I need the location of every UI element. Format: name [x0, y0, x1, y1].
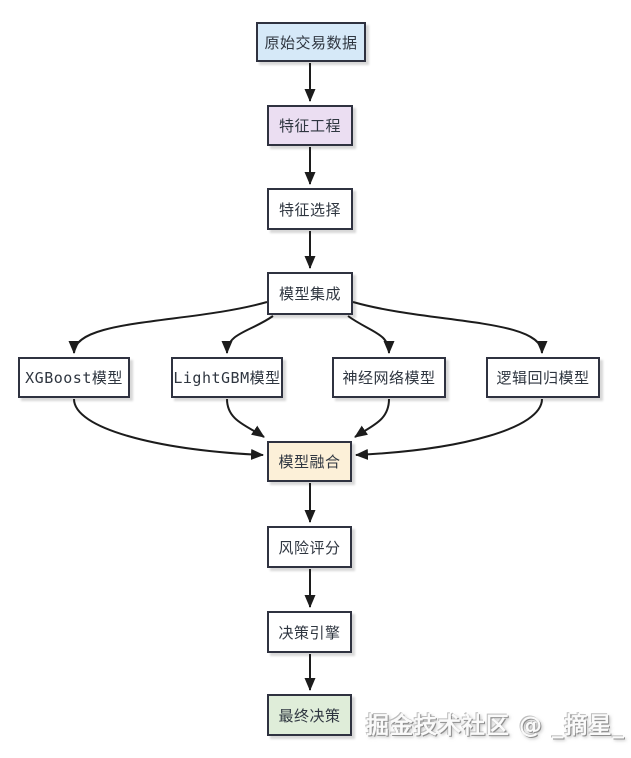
node-feature-selection: 特征选择 [267, 188, 353, 230]
node-raw-transaction-data: 原始交易数据 [256, 22, 366, 62]
node-xgboost-model: XGBoost模型 [18, 357, 130, 398]
arrow-model-ensemble-to-neural-network [347, 315, 395, 354]
node-feature-engineering: 特征工程 [267, 105, 353, 146]
node-final-decision: 最终决策 [267, 694, 352, 736]
watermark-text: 掘金技术社区 @ _摘星_ [366, 713, 626, 739]
node-decision-engine: 决策引擎 [267, 611, 352, 653]
node-lightgbm-model: LightGBM模型 [171, 357, 283, 398]
node-risk-scoring: 风险评分 [267, 526, 352, 568]
arrow-logistic-regression-to-model-fusion [355, 398, 543, 460]
node-logistic-regression-model: 逻辑回归模型 [486, 357, 600, 398]
arrow-xgboost-to-model-fusion [73, 398, 264, 460]
arrow-model-ensemble-to-lightgbm [221, 315, 274, 354]
node-neural-network-model: 神经网络模型 [332, 357, 446, 398]
arrow-neural-network-to-model-fusion [354, 398, 390, 438]
node-model-ensemble: 模型集成 [267, 272, 353, 315]
arrow-model-ensemble-to-xgboost [68, 301, 268, 354]
arrow-lightgbm-to-model-fusion [226, 398, 265, 438]
arrow-model-ensemble-to-logistic-regression [352, 301, 548, 354]
node-model-fusion: 模型融合 [267, 441, 352, 482]
